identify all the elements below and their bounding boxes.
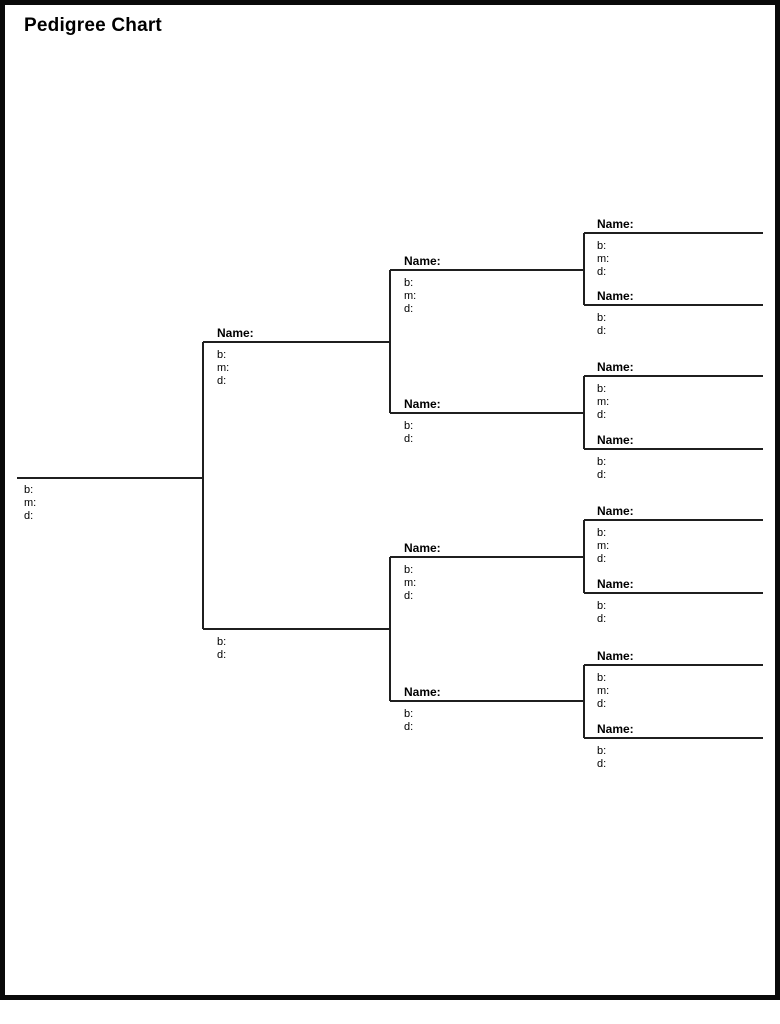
person-fields: b: d: <box>404 708 441 734</box>
birth-field-label: b: <box>217 349 227 361</box>
person-maternal-grandfather: Name: b: m: d: <box>404 541 441 603</box>
name-field-label: Name: <box>404 685 441 699</box>
person-great-grandfather-1: Name: b: m: d: <box>597 217 634 279</box>
name-field-label: Name: <box>597 504 634 518</box>
marriage-field-label: m: <box>24 497 37 509</box>
death-field-label: d: <box>597 698 607 710</box>
page-title: Pedigree Chart <box>24 15 162 36</box>
person-fields: b: m: d: <box>217 349 254 388</box>
person-lines <box>17 232 763 739</box>
birth-field-label: b: <box>404 708 414 720</box>
birth-field-label: b: <box>597 527 607 539</box>
person-fields: b: d: <box>597 456 634 482</box>
person-fields: b: d: <box>217 636 226 662</box>
person-great-grandmother-2: Name: b: d: <box>597 433 634 482</box>
death-field-label: d: <box>597 553 607 565</box>
death-field-label: d: <box>217 375 227 387</box>
person-paternal-grandmother: Name: b: d: <box>404 397 441 446</box>
birth-field-label: b: <box>404 420 414 432</box>
name-field-label: Name: <box>597 289 634 303</box>
birth-field-label: b: <box>404 564 414 576</box>
death-field-label: d: <box>404 590 414 602</box>
name-field-label: Name: <box>404 254 441 268</box>
person-fields: b: m: d: <box>404 277 441 316</box>
death-field-label: d: <box>597 266 607 278</box>
birth-field-label: b: <box>404 277 414 289</box>
person-fields: b: d: <box>597 312 634 338</box>
death-field-label: d: <box>597 758 607 770</box>
death-field-label: d: <box>217 649 227 661</box>
death-field-label: d: <box>597 613 607 625</box>
person-self: b: m: d: <box>24 484 36 523</box>
couple-brackets <box>202 233 585 738</box>
person-great-grandmother-4: Name: b: d: <box>597 722 634 771</box>
birth-field-label: b: <box>597 456 607 468</box>
birth-field-label: b: <box>24 484 34 496</box>
person-maternal-grandmother: Name: b: d: <box>404 685 441 734</box>
person-great-grandfather-2: Name: b: m: d: <box>597 360 634 422</box>
person-fields: b: m: d: <box>597 527 634 566</box>
death-field-label: d: <box>597 325 607 337</box>
person-fields: b: m: d: <box>597 383 634 422</box>
birth-field-label: b: <box>597 312 607 324</box>
marriage-field-label: m: <box>597 540 610 552</box>
death-field-label: d: <box>24 510 34 522</box>
person-paternal-grandfather: Name: b: m: d: <box>404 254 441 316</box>
death-field-label: d: <box>404 721 414 733</box>
birth-field-label: b: <box>597 240 607 252</box>
person-fields: b: m: d: <box>597 240 634 279</box>
name-field-label: Name: <box>404 541 441 555</box>
birth-field-label: b: <box>597 383 607 395</box>
person-fields: b: m: d: <box>24 484 36 523</box>
marriage-field-label: m: <box>597 396 610 408</box>
marriage-field-label: m: <box>404 577 417 589</box>
person-mother: b: d: <box>217 636 226 662</box>
birth-field-label: b: <box>217 636 227 648</box>
name-field-label: Name: <box>597 217 634 231</box>
birth-field-label: b: <box>597 745 607 757</box>
name-field-label: Name: <box>597 433 634 447</box>
person-fields: b: m: d: <box>597 672 634 711</box>
name-field-label: Name: <box>597 649 634 663</box>
person-great-grandfather-4: Name: b: m: d: <box>597 649 634 711</box>
name-field-label: Name: <box>404 397 441 411</box>
person-fields: b: m: d: <box>404 564 441 603</box>
birth-field-label: b: <box>597 672 607 684</box>
person-great-grandmother-1: Name: b: d: <box>597 289 634 338</box>
birth-field-label: b: <box>597 600 607 612</box>
name-field-label: Name: <box>217 326 254 340</box>
marriage-field-label: m: <box>217 362 230 374</box>
pedigree-tree-lines <box>17 232 763 739</box>
death-field-label: d: <box>597 469 607 481</box>
person-fields: b: d: <box>597 745 634 771</box>
death-field-label: d: <box>404 303 414 315</box>
page-frame <box>0 0 780 1000</box>
death-field-label: d: <box>404 433 414 445</box>
person-father: Name: b: m: d: <box>217 326 254 388</box>
person-great-grandmother-3: Name: b: d: <box>597 577 634 626</box>
marriage-field-label: m: <box>597 685 610 697</box>
marriage-field-label: m: <box>404 290 417 302</box>
person-fields: b: d: <box>404 420 441 446</box>
name-field-label: Name: <box>597 360 634 374</box>
marriage-field-label: m: <box>597 253 610 265</box>
death-field-label: d: <box>597 409 607 421</box>
name-field-label: Name: <box>597 722 634 736</box>
person-great-grandfather-3: Name: b: m: d: <box>597 504 634 566</box>
person-fields: b: d: <box>597 600 634 626</box>
name-field-label: Name: <box>597 577 634 591</box>
